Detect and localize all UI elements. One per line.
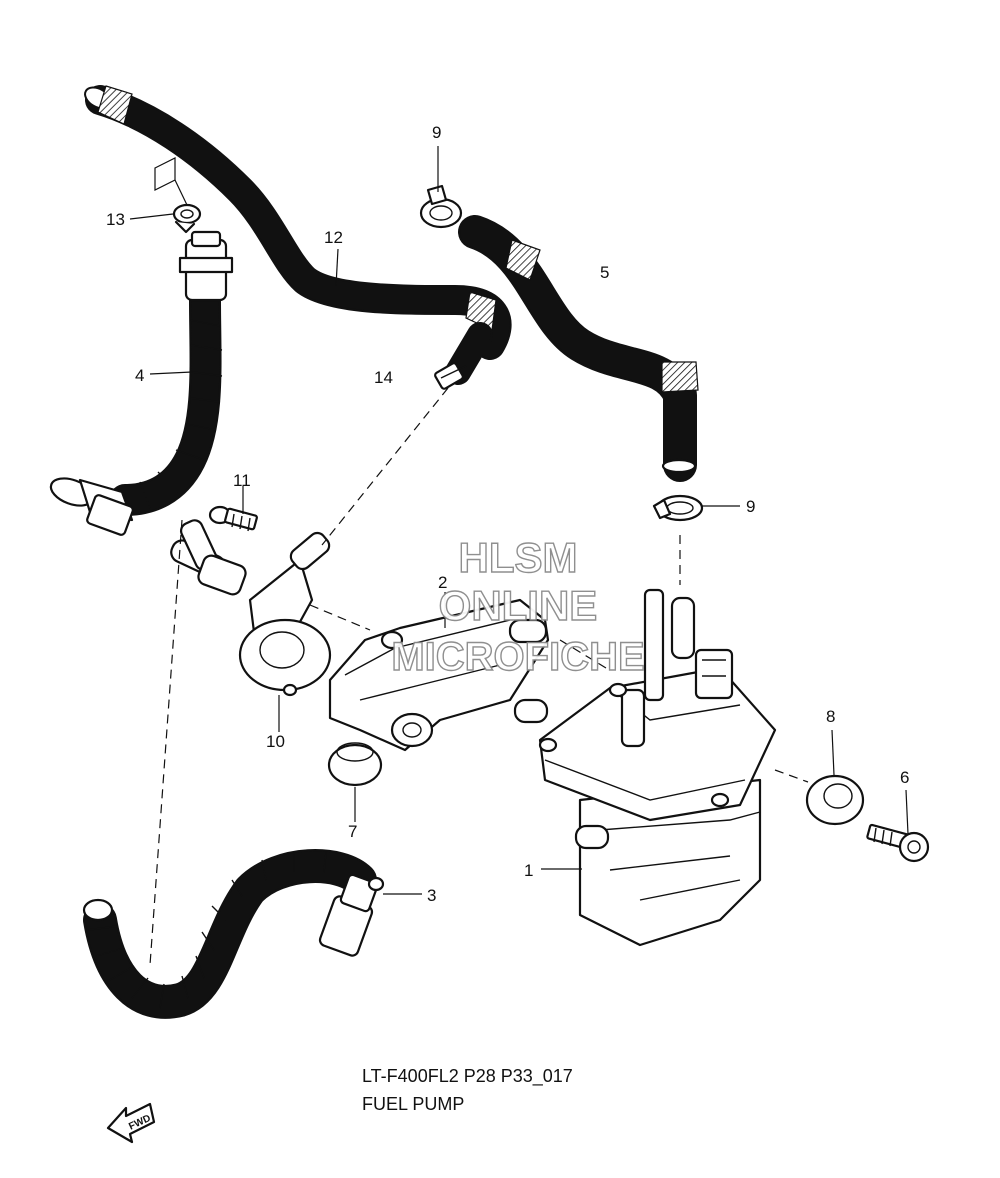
callout-4: 4 bbox=[135, 366, 144, 385]
cushion-7 bbox=[327, 742, 383, 787]
hose-5 bbox=[458, 215, 699, 482]
callout-5: 5 bbox=[600, 263, 609, 282]
callout-2: 2 bbox=[438, 573, 447, 592]
harness-4 bbox=[49, 230, 234, 536]
screw-6 bbox=[866, 823, 930, 863]
hose-12 bbox=[84, 85, 512, 360]
callouts: 1 2 3 4 5 6 7 8 9 9 10 11 12 13 14 bbox=[106, 123, 909, 905]
callout-1: 1 bbox=[524, 861, 533, 880]
hose-14 bbox=[434, 322, 493, 390]
callout-13: 13 bbox=[106, 210, 125, 229]
diagram-title: FUEL PUMP bbox=[362, 1094, 465, 1114]
callout-9-top: 9 bbox=[432, 123, 441, 142]
bracket-2 bbox=[328, 592, 550, 752]
callout-11: 11 bbox=[233, 471, 251, 490]
valve-10 bbox=[170, 519, 332, 697]
callout-12: 12 bbox=[324, 228, 343, 247]
clamp-13 bbox=[172, 203, 202, 234]
watermark-line-3: MICROFICHE bbox=[391, 635, 644, 679]
callout-14: 14 bbox=[374, 368, 393, 387]
callout-6: 6 bbox=[900, 768, 909, 787]
callout-8: 8 bbox=[826, 707, 835, 726]
clamp-9-top bbox=[419, 184, 463, 229]
watermark: HLSM ONLINE MICROFICHE bbox=[391, 533, 646, 679]
grommet-8 bbox=[805, 774, 865, 826]
fuel-pump-1 bbox=[538, 588, 777, 947]
diagram-code: LT-F400FL2 P28 P33_017 bbox=[362, 1066, 573, 1086]
leader-lines bbox=[129, 146, 909, 895]
bolt-11 bbox=[208, 505, 258, 532]
fwd-arrow-icon: FWD bbox=[106, 1102, 156, 1144]
assembly-lines bbox=[149, 157, 809, 966]
watermark-line-2: ONLINE bbox=[439, 582, 598, 629]
watermark-line-1: HLSM bbox=[459, 534, 578, 581]
callout-9-bottom: 9 bbox=[746, 497, 755, 516]
clamp-9-bottom bbox=[652, 494, 704, 522]
callout-10: 10 bbox=[266, 732, 285, 751]
harness-3 bbox=[82, 849, 385, 1019]
callout-7: 7 bbox=[348, 822, 357, 841]
callout-3: 3 bbox=[427, 886, 436, 905]
